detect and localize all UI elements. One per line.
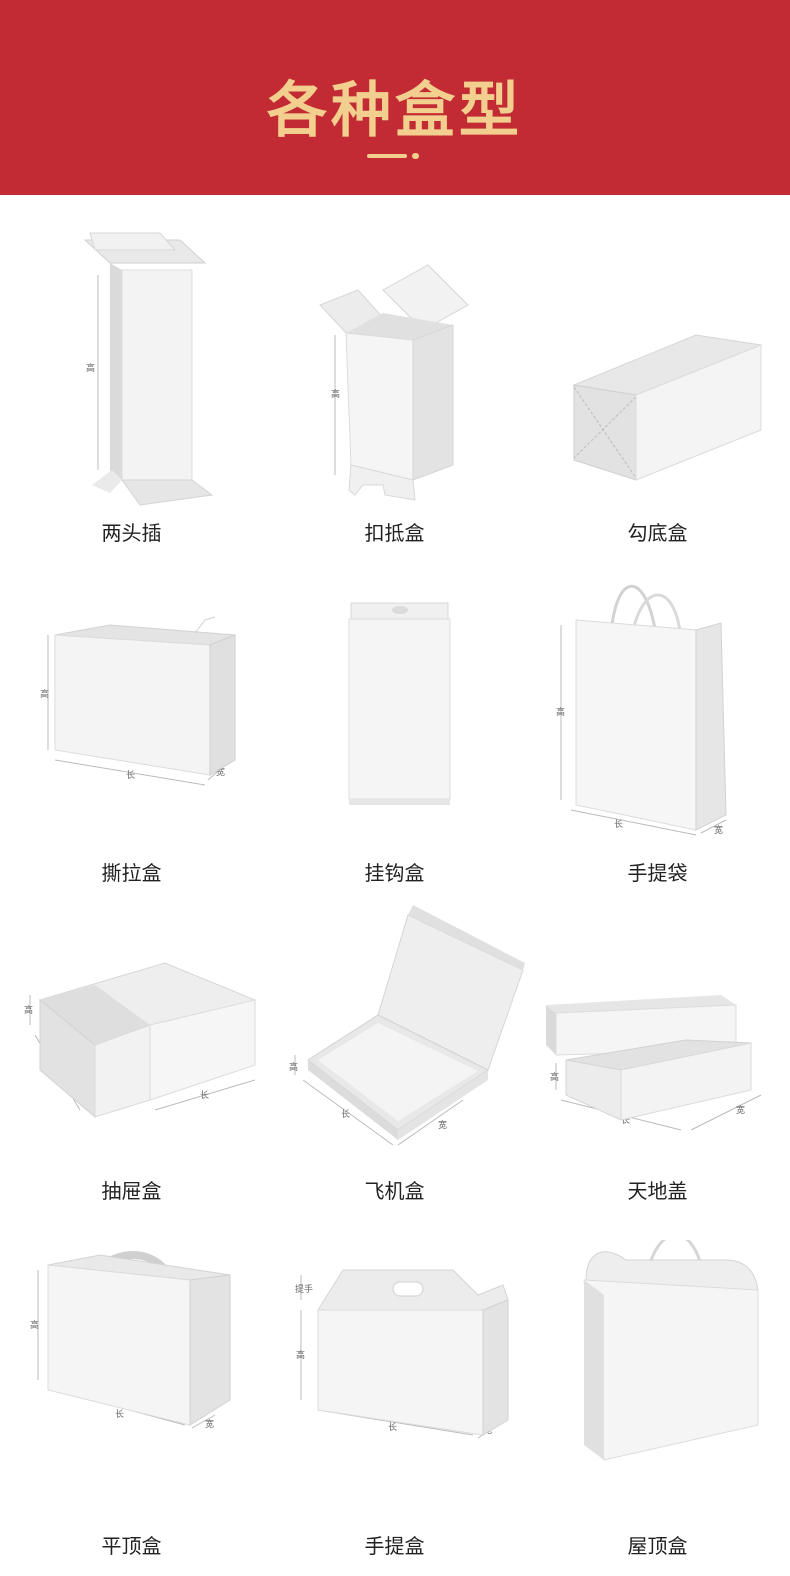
box-card-飞机盒: 高 长 宽 飞机盒 (263, 895, 526, 1215)
box-label: 手提袋 (627, 861, 688, 885)
box-label: 平顶盒 (101, 1534, 162, 1558)
roof-top-bag-box-illustration (583, 1240, 759, 1461)
svg-text:高: 高 (556, 706, 565, 718)
svg-text:高: 高 (30, 1319, 39, 1331)
box-card-天地盖: 高 长 宽 天地盖 (526, 895, 789, 1215)
svg-text:宽: 宽 (438, 1119, 447, 1131)
flat-top-handle-box-illustration: 高 长 宽 (30, 1251, 231, 1430)
svg-text:宽: 宽 (205, 1418, 214, 1430)
box-card-手提盒: 提手 高 长 宽 手提盒 (263, 1240, 526, 1570)
box-card-扣抵盒: 高 扣抵盒 (263, 195, 526, 545)
svg-text:高: 高 (24, 1004, 33, 1016)
box-card-抽屉盒: 高 宽 长 抽屉盒 (0, 895, 263, 1215)
svg-text:宽: 宽 (736, 1104, 745, 1116)
box-label: 扣抵盒 (364, 521, 425, 545)
box-card-两头插: 高 两头插 (0, 195, 263, 545)
svg-text:高: 高 (40, 688, 49, 700)
box-card-勾底盒: 勾底盒 (526, 195, 789, 545)
gable-handle-box-illustration: 提手 高 长 宽 (295, 1269, 509, 1439)
box-label: 手提盒 (364, 1534, 425, 1558)
svg-text:长: 长 (621, 1114, 630, 1126)
svg-text:长: 长 (614, 818, 623, 830)
svg-text:长: 长 (341, 1108, 350, 1120)
svg-text:长: 长 (200, 1089, 209, 1101)
box-card-平顶盒: 高 长 宽 平顶盒 (0, 1240, 263, 1570)
svg-text:长: 长 (126, 769, 135, 781)
title-underline-dot (412, 153, 419, 159)
box-type-grid: 高 两头插 高 扣抵盒 勾底盒 (0, 195, 790, 1576)
box-card-屋顶盒: 屋顶盒 (526, 1240, 789, 1570)
box-card-挂钩盒: 挂钩盒 (263, 575, 526, 895)
svg-text:宽: 宽 (216, 766, 225, 778)
snap-lock-box-illustration: 高 (319, 264, 469, 501)
svg-text:高: 高 (550, 1071, 559, 1083)
svg-text:宽: 宽 (714, 824, 723, 836)
box-label: 天地盖 (627, 1179, 688, 1203)
tear-strip-box-illustration: 高 长 宽 (40, 616, 236, 786)
drawer-box-illustration: 高 宽 长 (24, 962, 257, 1119)
svg-text:高: 高 (86, 362, 95, 374)
box-label: 挂钩盒 (364, 861, 425, 885)
crash-lock-bottom-box-illustration (572, 334, 763, 481)
mailer-box-illustration: 高 长 宽 (289, 905, 525, 1146)
box-label: 屋顶盒 (627, 1534, 688, 1558)
box-label: 飞机盒 (364, 1179, 425, 1203)
svg-text:长: 长 (115, 1408, 124, 1420)
title-underline (367, 154, 407, 158)
box-label: 撕拉盒 (101, 861, 162, 885)
svg-text:长: 长 (388, 1421, 397, 1433)
svg-text:提手: 提手 (295, 1283, 313, 1295)
svg-text:高: 高 (296, 1349, 305, 1361)
box-card-手提袋: 高 长 宽 手提袋 (526, 575, 789, 895)
header-banner: 各种盒型 (0, 0, 790, 195)
hanger-box-illustration (348, 602, 451, 805)
paper-bag-illustration: 高 长 宽 (556, 585, 727, 836)
page-title: 各种盒型 (267, 76, 523, 146)
box-label: 两头插 (101, 521, 162, 545)
svg-text:高: 高 (289, 1061, 298, 1073)
box-card-撕拉盒: 高 长 宽 撕拉盒 (0, 575, 263, 895)
svg-text:高: 高 (331, 388, 340, 400)
box-label: 抽屉盒 (101, 1179, 162, 1203)
double-tuck-box-illustration: 高 (83, 232, 214, 506)
box-label: 勾底盒 (627, 521, 688, 545)
lid-and-base-box-illustration: 高 长 宽 (546, 995, 762, 1131)
